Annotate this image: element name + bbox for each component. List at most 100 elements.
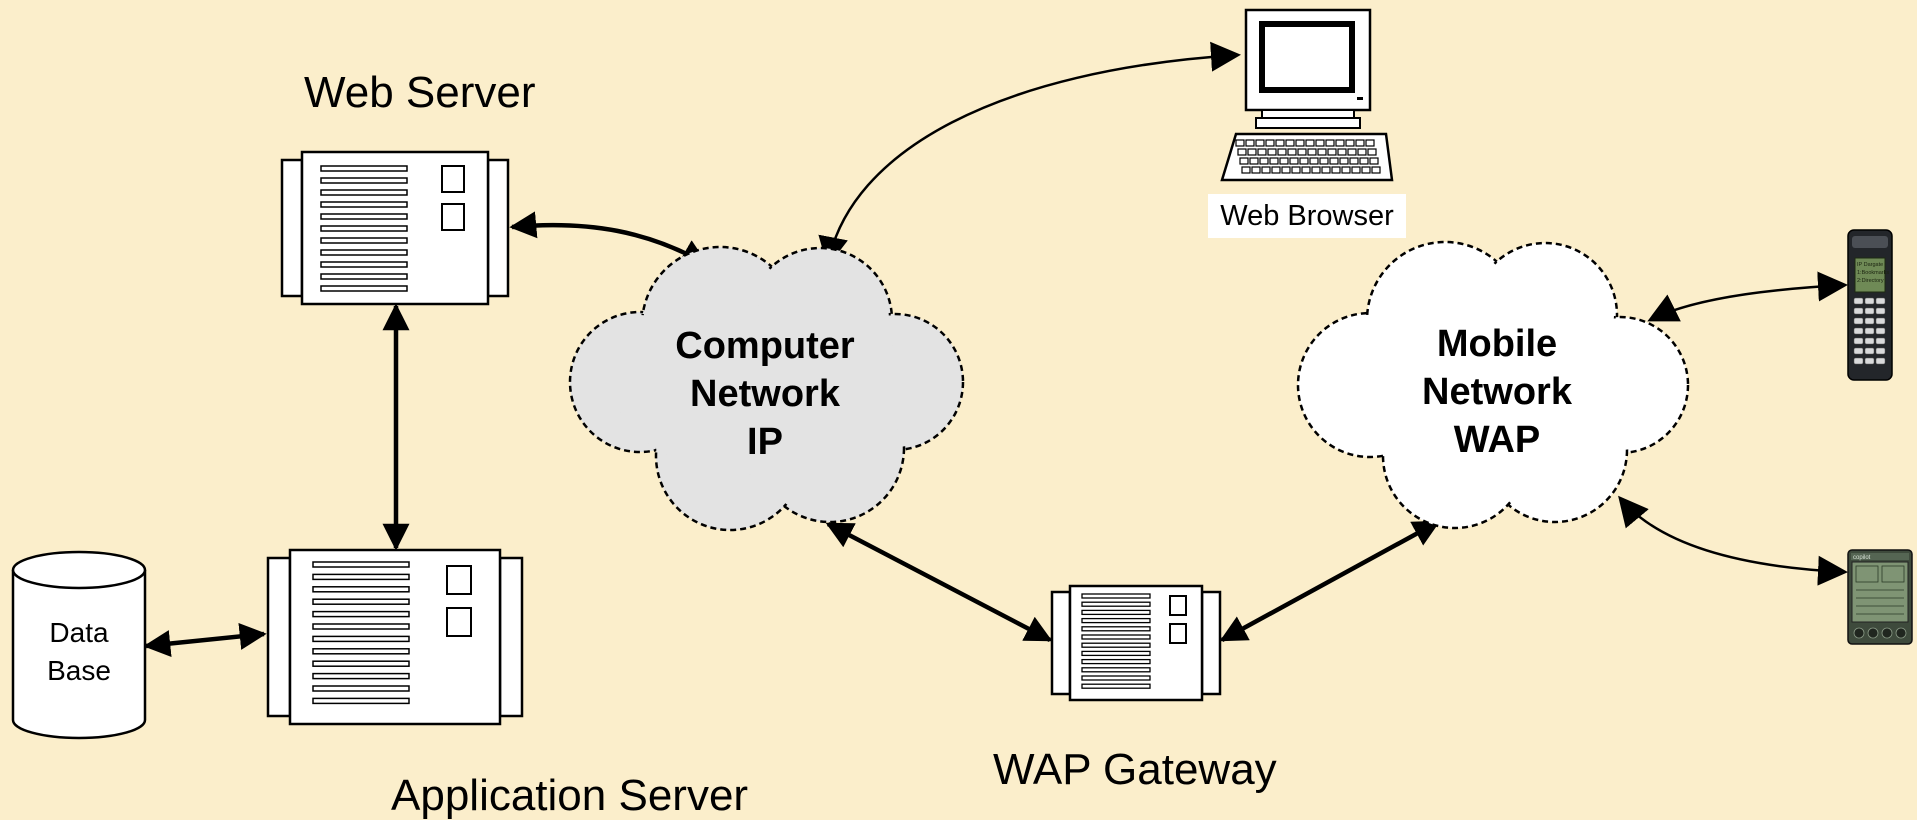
phone-key bbox=[1853, 327, 1864, 335]
connector-web-server-computer-network bbox=[509, 211, 709, 266]
phone-key bbox=[1875, 347, 1886, 355]
server-slot-line bbox=[320, 273, 408, 280]
keyboard-key bbox=[1247, 148, 1257, 156]
server-slot-line bbox=[1081, 626, 1151, 632]
server-slot-line bbox=[320, 201, 408, 208]
server-slot-line bbox=[312, 685, 410, 692]
keyboard-key bbox=[1371, 166, 1381, 174]
server-slot-line bbox=[312, 635, 410, 643]
server-slot-line bbox=[1081, 667, 1151, 673]
pda-screen-line1: copilot bbox=[1853, 555, 1871, 561]
connector-mobile-network-mobile-phone bbox=[1647, 271, 1848, 322]
keyboard-key bbox=[1267, 148, 1277, 156]
keyboard-key bbox=[1235, 139, 1245, 147]
phone-key bbox=[1864, 357, 1875, 365]
keyboard-key bbox=[1369, 157, 1379, 165]
application-server-label: Application Server bbox=[391, 771, 748, 820]
server-slot-line bbox=[1081, 609, 1151, 616]
server-slot-line bbox=[1081, 634, 1151, 640]
mobile-network-label-line3: WAP bbox=[1454, 419, 1541, 461]
keyboard-key bbox=[1367, 148, 1377, 156]
phone-key bbox=[1875, 297, 1886, 305]
keyboard-key bbox=[1259, 157, 1269, 165]
wap-gateway: WAP Gateway bbox=[993, 584, 1277, 794]
server-slot-line bbox=[312, 623, 410, 630]
keyboard-key bbox=[1257, 148, 1267, 156]
keyboard-key bbox=[1357, 148, 1367, 156]
keyboard-key bbox=[1355, 139, 1365, 147]
keyboard-key bbox=[1249, 157, 1259, 165]
phone-key bbox=[1853, 337, 1864, 345]
server-slot-line bbox=[1081, 642, 1151, 648]
keyboard-key bbox=[1255, 139, 1265, 147]
server-slot-line bbox=[1081, 593, 1151, 599]
keyboard-key bbox=[1271, 166, 1281, 174]
pda: copilot bbox=[1847, 549, 1913, 645]
phone-key bbox=[1853, 297, 1864, 305]
phone-screen-line2: 1:Bookmarks bbox=[1857, 270, 1889, 276]
keyboard-key bbox=[1321, 166, 1331, 174]
server-slot-line bbox=[312, 660, 410, 667]
keyboard-key bbox=[1311, 166, 1321, 174]
keyboard-key bbox=[1239, 157, 1249, 165]
server-slot-line bbox=[320, 237, 408, 244]
keyboard-key bbox=[1241, 166, 1251, 174]
computer-network-label-line3: IP bbox=[747, 421, 783, 463]
keyboard-key bbox=[1307, 148, 1317, 156]
phone-key bbox=[1853, 357, 1864, 365]
keyboard-key bbox=[1287, 148, 1297, 156]
phone-key bbox=[1853, 307, 1864, 315]
phone-screen-line1: IP Dargate bbox=[1857, 262, 1883, 268]
keyboard-key bbox=[1361, 166, 1371, 174]
mobile-phone: IP Dargate 1:Bookmarks 2:Directory bbox=[1847, 229, 1893, 381]
keyboard-key bbox=[1285, 139, 1295, 147]
keyboard-key bbox=[1277, 148, 1287, 156]
keyboard-key bbox=[1305, 139, 1315, 147]
phone-key bbox=[1864, 317, 1875, 325]
computer-network-label-line2: Network bbox=[690, 373, 841, 415]
server-slot-line bbox=[312, 672, 410, 680]
keyboard-key bbox=[1299, 157, 1309, 165]
keyboard-key bbox=[1279, 157, 1289, 165]
mobile-phone-icon: IP Dargate 1:Bookmarks 2:Directory bbox=[1847, 229, 1893, 381]
keyboard-key bbox=[1339, 157, 1349, 165]
mobile-network-cloud: Mobile Network WAP bbox=[1296, 240, 1690, 530]
keyboard-key bbox=[1347, 148, 1357, 156]
phone-key bbox=[1875, 337, 1886, 345]
web-server-label: Web Server bbox=[304, 68, 536, 117]
keyboard-key bbox=[1295, 139, 1305, 147]
wap-gateway-label: WAP Gateway bbox=[993, 745, 1277, 794]
mobile-network-label-line1: Mobile bbox=[1437, 323, 1557, 365]
keyboard-key bbox=[1309, 157, 1319, 165]
server-slot-line bbox=[312, 610, 410, 618]
keyboard-key bbox=[1341, 166, 1351, 174]
keyboard-key bbox=[1301, 166, 1311, 174]
server-slot-line bbox=[312, 598, 410, 605]
server-slot-line bbox=[320, 165, 408, 172]
computer-network-cloud: Computer Network IP bbox=[568, 245, 965, 532]
keyboard-key bbox=[1289, 157, 1299, 165]
server-slot-line bbox=[320, 249, 408, 256]
keyboard-key bbox=[1317, 148, 1327, 156]
computer-network-label-line1: Computer bbox=[675, 325, 855, 367]
server-icon bbox=[280, 150, 510, 306]
keyboard-key bbox=[1345, 139, 1355, 147]
database: Data Base bbox=[11, 550, 147, 740]
keyboard-key bbox=[1251, 166, 1261, 174]
server-slot-line bbox=[320, 285, 408, 292]
keyboard-key bbox=[1319, 157, 1329, 165]
connectors bbox=[143, 41, 1848, 657]
keyboard-key bbox=[1337, 148, 1347, 156]
connector-mobile-network-pda bbox=[1618, 495, 1848, 586]
keyboard-key bbox=[1315, 139, 1325, 147]
keyboard-key bbox=[1325, 139, 1335, 147]
keyboard-key bbox=[1331, 166, 1341, 174]
phone-key bbox=[1864, 347, 1875, 355]
connector-computer-network-web-browser bbox=[818, 41, 1241, 267]
server-slot-line bbox=[1081, 683, 1151, 689]
phone-key bbox=[1875, 317, 1886, 325]
server-slot-line bbox=[312, 586, 410, 593]
phone-key bbox=[1853, 347, 1864, 355]
database-label-line1: Data bbox=[49, 617, 109, 648]
